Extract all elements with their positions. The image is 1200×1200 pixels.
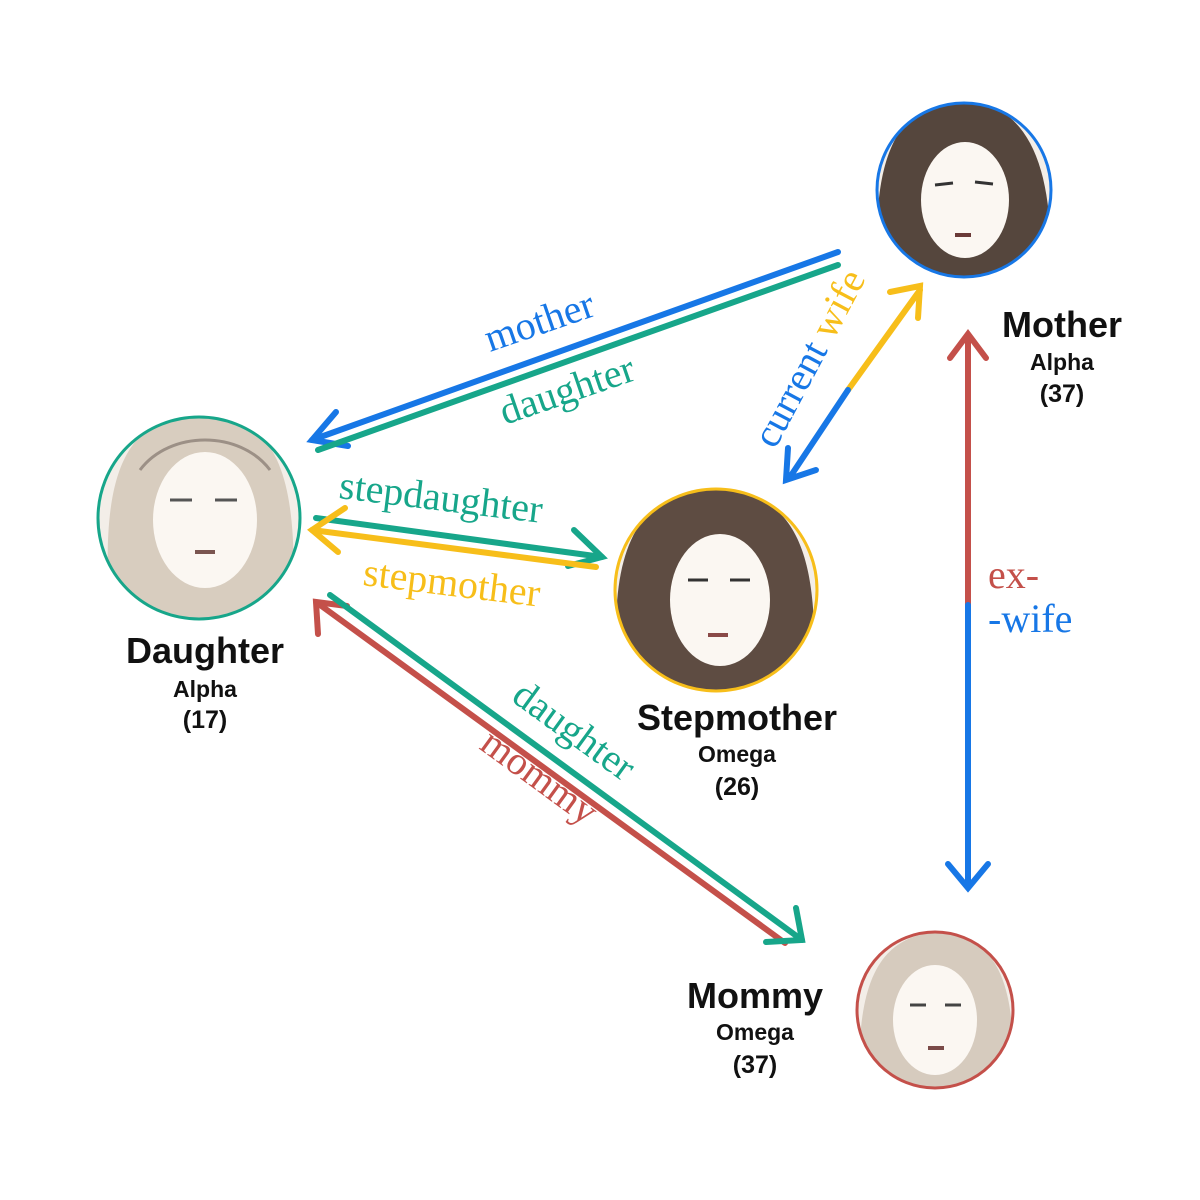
character-age: (37) — [1040, 380, 1084, 408]
arrow-daughter-to-stepmother — [313, 515, 608, 569]
character-type: Alpha — [1030, 349, 1094, 375]
character-name: Mother — [1002, 304, 1122, 345]
label-stepdaughter: stepdaughter — [337, 462, 545, 532]
caption-daughter: Daughter Alpha (17) — [126, 630, 284, 734]
caption-stepmother: Stepmother Omega (26) — [637, 697, 837, 801]
portrait-mother — [875, 101, 1053, 279]
character-name: Mommy — [687, 975, 823, 1016]
character-age: (26) — [715, 773, 759, 801]
character-type: Alpha — [173, 676, 237, 702]
label-wife2: -wife — [988, 596, 1072, 641]
arrow-stepmother-to-daughter — [307, 505, 599, 570]
portrait-ring — [875, 101, 1053, 279]
character-name: Stepmother — [637, 697, 837, 738]
caption-mother: Mother Alpha (37) — [1002, 304, 1122, 408]
arrow-current-wife — [782, 282, 924, 485]
label-mother: mother — [478, 281, 600, 360]
character-type: Omega — [716, 1019, 794, 1045]
caption-mommy: Mommy Omega (37) — [687, 975, 823, 1079]
character-name: Daughter — [126, 630, 284, 671]
arrow-daughter-to-mommy — [327, 592, 806, 945]
label-ex: ex- — [988, 552, 1039, 597]
arrow-ex-wife — [945, 329, 991, 893]
portrait-ring — [96, 415, 302, 621]
portrait-ring — [613, 487, 819, 693]
arrow-daughter-to-mother — [315, 262, 841, 453]
portrait-daughter — [96, 415, 302, 621]
character-age: (37) — [733, 1051, 777, 1079]
face — [921, 142, 1009, 258]
face — [670, 534, 770, 666]
portrait-ring — [855, 930, 1015, 1090]
face — [893, 965, 977, 1075]
character-age: (17) — [183, 706, 227, 734]
portrait-stepmother — [613, 487, 819, 693]
arrow-mommy-to-daughter — [312, 598, 788, 946]
face — [153, 452, 257, 588]
portrait-mommy — [855, 930, 1015, 1090]
character-type: Omega — [698, 741, 776, 767]
label-current-word: current — [743, 333, 836, 454]
